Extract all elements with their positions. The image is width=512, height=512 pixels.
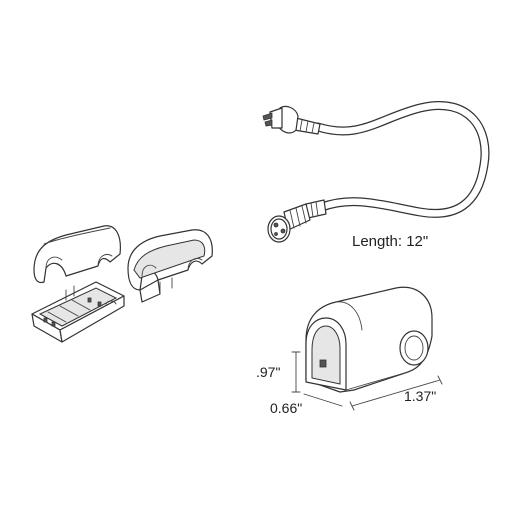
cable-length-label: Length: 12" xyxy=(352,233,428,250)
enclosure-cap-left xyxy=(33,225,121,284)
depth-dimension-label: 0.66" xyxy=(270,400,302,416)
right-angle-plug xyxy=(262,105,321,135)
straight-socket xyxy=(267,199,327,243)
dimension-lines xyxy=(291,351,443,411)
enclosure-cap-right xyxy=(127,229,213,303)
assembled-enclosure xyxy=(305,286,433,393)
height-dimension-label: .97" xyxy=(256,364,280,380)
width-dimension-label: 1.37" xyxy=(404,388,436,404)
enclosure-base xyxy=(31,281,125,343)
cable xyxy=(313,101,490,218)
cable-assembly xyxy=(262,101,490,243)
